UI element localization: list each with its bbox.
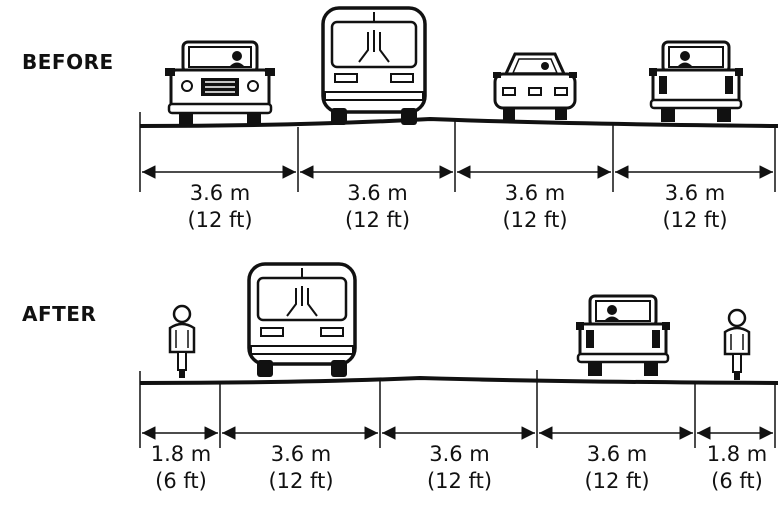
lane-width-imperial: (12 ft) [502, 208, 568, 232]
lane-width-metric: 3.6 m [429, 442, 490, 466]
before-section [139, 6, 779, 192]
after-lane-4-label: 3.6 m (12 ft) [539, 441, 695, 495]
lane-width-metric: 1.8 m [150, 442, 212, 466]
lane-width-imperial: (6 ft) [711, 469, 763, 493]
lane-width-imperial: (12 ft) [268, 469, 334, 493]
lane-width-imperial: (6 ft) [155, 469, 207, 493]
before-lane-4-label: 3.6 m (12 ft) [615, 180, 775, 234]
before-lane-3-label: 3.6 m (12 ft) [457, 180, 613, 234]
lane-width-metric: 3.6 m [586, 442, 648, 466]
before-lane-1-label: 3.6 m (12 ft) [142, 180, 298, 234]
lane-width-metric: 3.6 m [347, 181, 408, 205]
lane-width-imperial: (12 ft) [187, 208, 253, 232]
cyclist-icon [723, 308, 751, 380]
lane-width-imperial: (12 ft) [662, 208, 728, 232]
lane-width-metric: 3.6 m [664, 181, 726, 205]
before-lane-2-label: 3.6 m (12 ft) [300, 180, 455, 234]
before-label: BEFORE [22, 50, 114, 74]
lane-width-metric: 3.6 m [270, 442, 332, 466]
after-lane-1-label: 1.8 m (6 ft) [140, 441, 222, 495]
lane-width-imperial: (12 ft) [344, 208, 411, 232]
after-lane-2-label: 3.6 m (12 ft) [222, 441, 380, 495]
car-icon [493, 52, 577, 120]
lane-width-metric: 3.6 m [189, 181, 251, 205]
bus-icon [321, 6, 427, 125]
after-lane-dividers [139, 370, 776, 448]
lane-width-imperial: (12 ft) [426, 469, 493, 493]
car-icon [576, 294, 670, 376]
car-icon [649, 40, 743, 122]
bus-icon [247, 262, 357, 377]
after-label: AFTER [22, 302, 97, 326]
after-lane-3-label: 3.6 m (12 ft) [382, 441, 537, 495]
after-section [139, 262, 779, 448]
before-lane-dividers [139, 112, 776, 192]
lane-width-metric: 1.8 m [706, 442, 768, 466]
lane-width-metric: 3.6 m [504, 181, 566, 205]
after-road-line [139, 375, 779, 385]
car-icon [165, 40, 275, 126]
after-lane-5-label: 1.8 m (6 ft) [697, 441, 777, 495]
cyclist-icon [168, 304, 196, 378]
lane-width-imperial: (12 ft) [584, 469, 650, 493]
before-road-line [139, 116, 779, 128]
